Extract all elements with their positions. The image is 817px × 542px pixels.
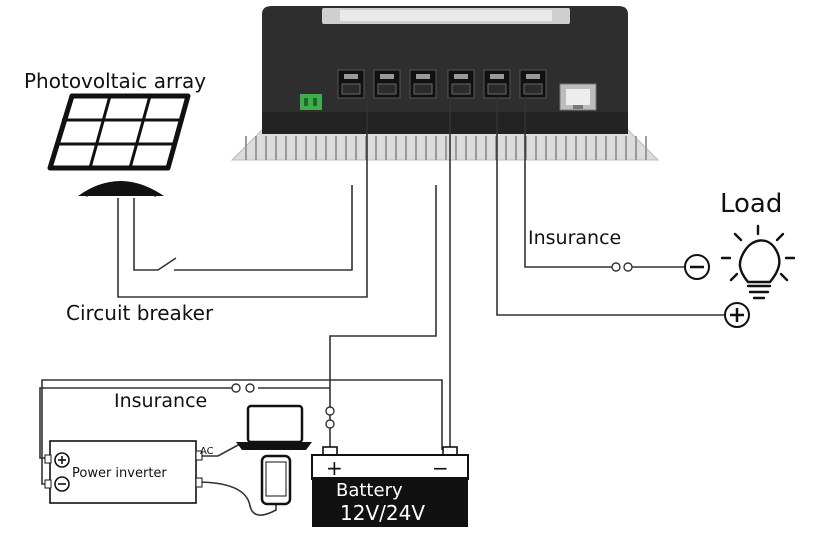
- circuit-breaker-label: Circuit breaker: [66, 301, 214, 325]
- controller-heatsink: [230, 129, 660, 161]
- plus-terminal-icon: [724, 302, 750, 328]
- screw-terminal: [373, 69, 401, 99]
- rj45-port-icon: [559, 83, 597, 111]
- screw-terminal: [519, 69, 547, 99]
- fuse-icon: [231, 262, 633, 429]
- screw-terminal: [447, 69, 475, 99]
- minus-terminal-icon: [684, 254, 710, 280]
- solar-panel-icon: [47, 93, 191, 197]
- laptop-icon: [236, 404, 312, 450]
- insurance-battery-label: Insurance: [114, 390, 207, 412]
- green-terminal-icon: [300, 94, 322, 110]
- ac-label: AC: [200, 446, 214, 457]
- charge-controller: [230, 6, 660, 161]
- battery: [311, 446, 469, 527]
- light-bulb-icon: [720, 224, 796, 300]
- battery-minus-label: −: [432, 456, 449, 480]
- power-inverter: [44, 440, 203, 504]
- screw-terminal: [337, 69, 365, 99]
- battery-plus-label: +: [326, 456, 343, 480]
- battery-name-label: Battery: [336, 480, 403, 501]
- controller-terminals: [337, 69, 547, 99]
- smartphone-icon: [260, 454, 292, 506]
- photovoltaic-array-label: Photovoltaic array: [24, 69, 206, 93]
- controller-housing: [262, 6, 628, 134]
- insurance-load-label: Insurance: [528, 227, 621, 249]
- screw-terminal: [409, 69, 437, 99]
- screw-terminal: [483, 69, 511, 99]
- battery-voltage-label: 12V/24V: [340, 501, 425, 525]
- power-inverter-label: Power inverter: [72, 466, 167, 481]
- load-label: Load: [720, 189, 782, 219]
